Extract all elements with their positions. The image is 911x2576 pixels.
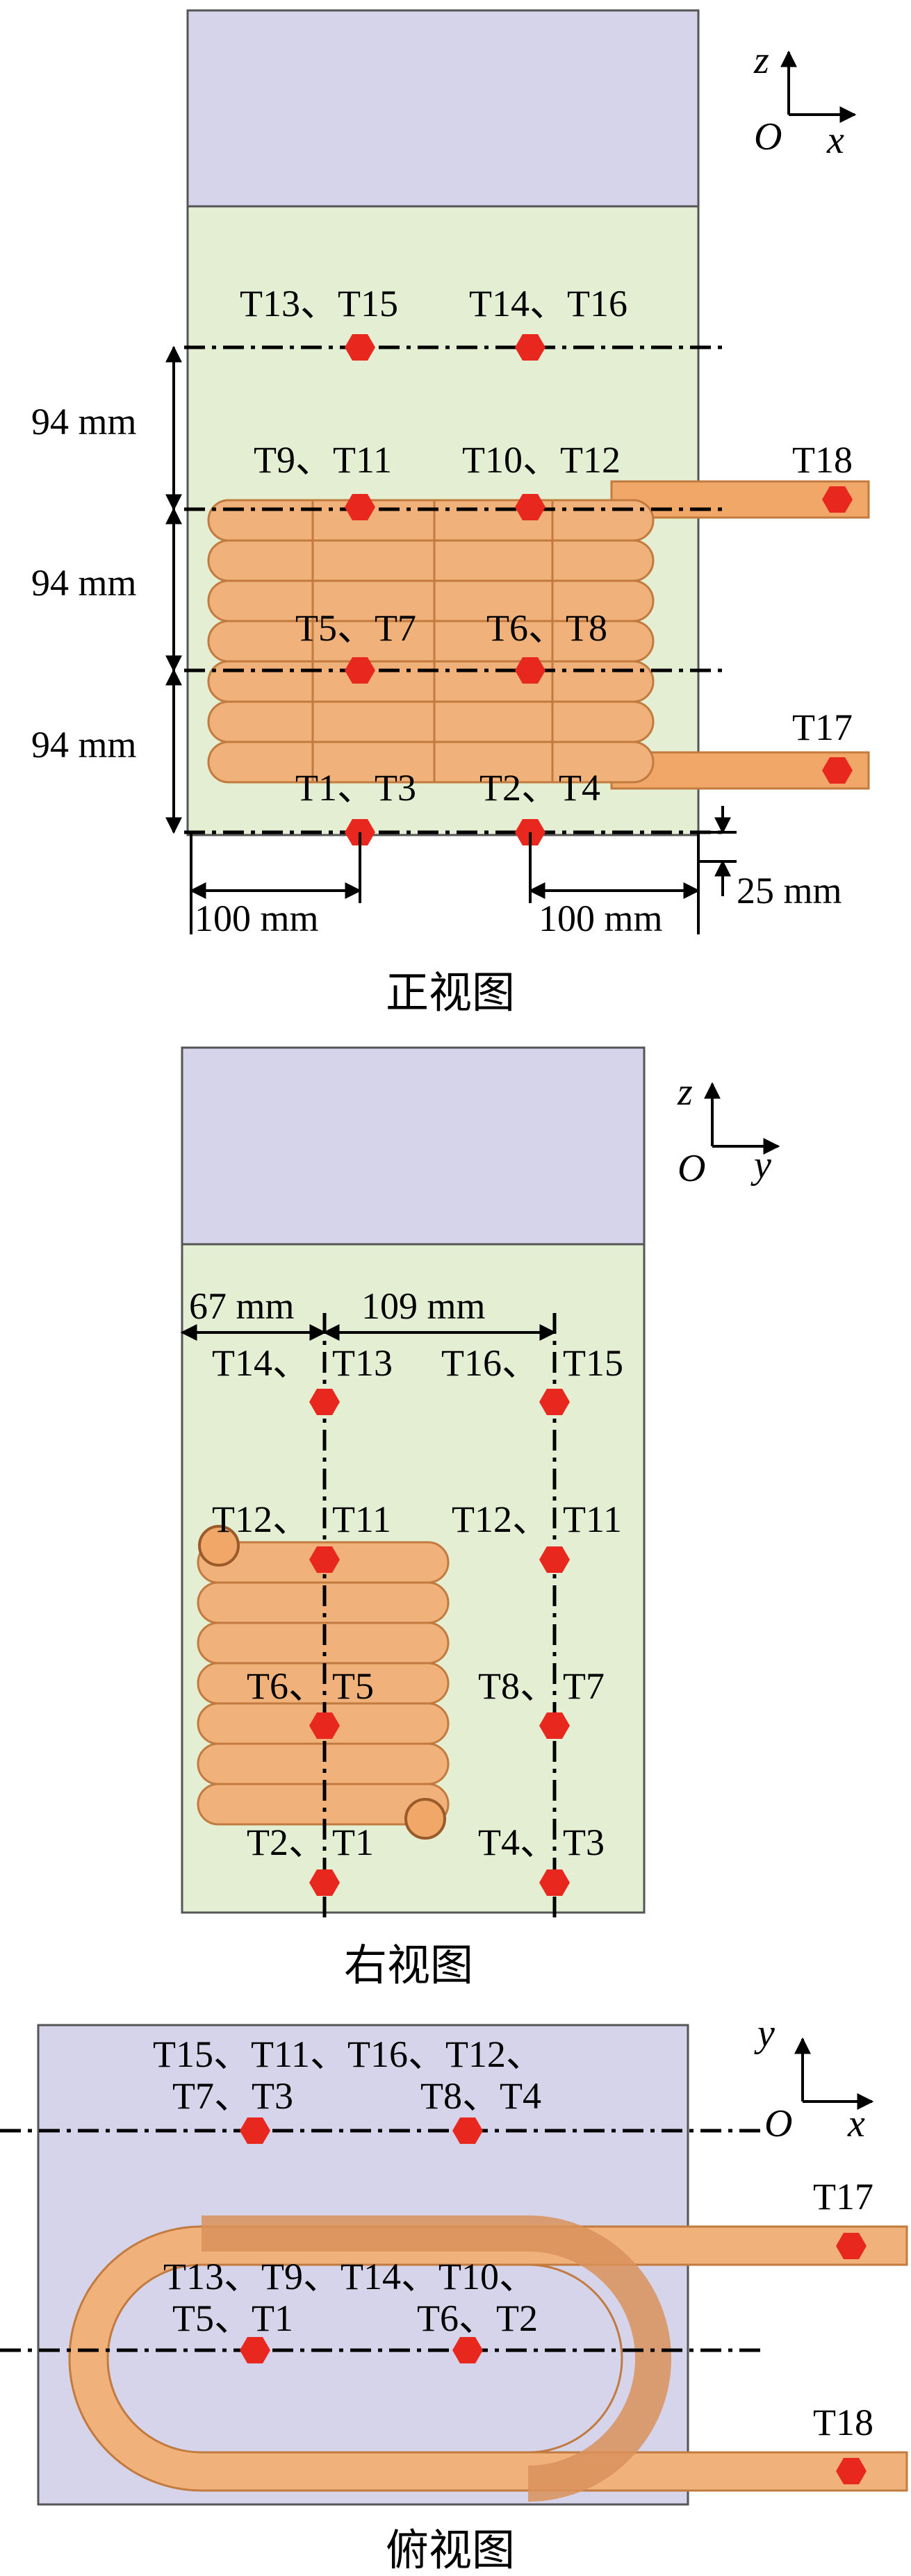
label-row1-right: T14、T16 — [469, 283, 627, 324]
label-side-r3b: T5 — [332, 1665, 374, 1707]
caption-side-view: 右视图 — [344, 1940, 473, 1990]
svg-text:x: x — [847, 2102, 865, 2145]
svg-text:O: O — [764, 2102, 792, 2145]
label-side-r1d: T15 — [563, 1342, 623, 1384]
label-side-r2b: T11 — [332, 1498, 391, 1540]
dim-94-3: 94 mm — [31, 724, 137, 766]
dim-67: 67 mm — [189, 1285, 295, 1327]
label-side-r1c: T16、 — [441, 1342, 539, 1384]
svg-text:O: O — [754, 115, 782, 158]
front-tank-top — [186, 9, 700, 208]
side-tank-top — [181, 1046, 646, 1246]
label-row2-left: T9、T11 — [254, 439, 392, 481]
label-top-row1-line2b: T8、T4 — [420, 2075, 541, 2117]
side-axes: z O y — [677, 1071, 780, 1190]
label-T18-top: T18 — [813, 2402, 873, 2443]
label-side-r2a: T12、 — [212, 1498, 310, 1540]
svg-text:y: y — [750, 1143, 771, 1187]
label-side-r1a: T14、 — [212, 1342, 310, 1384]
top-axes: y O x — [754, 2012, 874, 2145]
caption-top-view: 俯视图 — [386, 2525, 515, 2575]
label-side-r4d: T3 — [563, 1822, 605, 1863]
label-side-r4a: T2、 — [247, 1822, 326, 1863]
label-side-r4c: T4、 — [478, 1822, 557, 1863]
svg-text:z: z — [753, 39, 769, 82]
caption-front-view: 正视图 — [386, 967, 515, 1018]
label-T17-top: T17 — [813, 2176, 873, 2218]
label-side-r1b: T13 — [332, 1342, 393, 1384]
front-axes: z O x — [753, 39, 857, 162]
label-side-r4b: T1 — [332, 1822, 374, 1863]
label-top-row1-line1: T15、T11、T16、T12、 — [153, 2033, 543, 2075]
top-coil — [68, 2215, 908, 2502]
label-side-r3c: T8、 — [478, 1665, 557, 1707]
label-T18-front: T18 — [792, 439, 853, 481]
label-row2-right: T10、T12 — [462, 439, 621, 481]
label-top-row2-line2a: T5、T1 — [172, 2297, 293, 2339]
dim-109: 109 mm — [361, 1285, 486, 1327]
label-T17-front: T17 — [792, 707, 853, 748]
label-row1-left: T13、T15 — [240, 283, 398, 324]
label-side-r2c: T12、 — [452, 1498, 550, 1540]
label-row4-left: T1、T3 — [295, 767, 416, 809]
label-side-r2d: T11 — [563, 1498, 622, 1540]
label-side-r3a: T6、 — [247, 1665, 326, 1707]
label-top-row2-line1: T13、T9、T14、T10、 — [163, 2256, 536, 2297]
svg-text:z: z — [677, 1071, 693, 1114]
dim-94-1: 94 mm — [31, 401, 137, 443]
front-view: T13、T15 T14、T16 T9、T11 T10、T12 T5、T7 T6、… — [31, 9, 870, 1018]
dim-100-right: 100 mm — [539, 898, 663, 939]
side-pipe-end-top — [198, 1525, 240, 1567]
top-view: T15、T11、T16、T12、 T7、T3 T8、T4 T13、T9、T14、… — [0, 2012, 908, 2575]
svg-text:y: y — [754, 2012, 775, 2055]
svg-text:O: O — [678, 1147, 705, 1190]
label-side-r3d: T7 — [563, 1665, 605, 1707]
label-top-row2-line2b: T6、T2 — [417, 2297, 538, 2339]
label-row4-right: T2、T4 — [479, 767, 600, 809]
side-pipe-end-bottom — [404, 1798, 446, 1840]
label-row3-right: T6、T8 — [486, 607, 607, 649]
side-view: 67 mm 109 mm T14、 T13 T16、 T15 T12、 T11 … — [180, 1046, 780, 1990]
svg-text:x: x — [826, 119, 844, 162]
dim-100-left: 100 mm — [195, 898, 319, 939]
label-top-row1-line2a: T7、T3 — [172, 2075, 293, 2117]
label-row3-left: T5、T7 — [295, 607, 416, 649]
dim-94-2: 94 mm — [31, 562, 137, 604]
dim-25: 25 mm — [737, 870, 842, 911]
